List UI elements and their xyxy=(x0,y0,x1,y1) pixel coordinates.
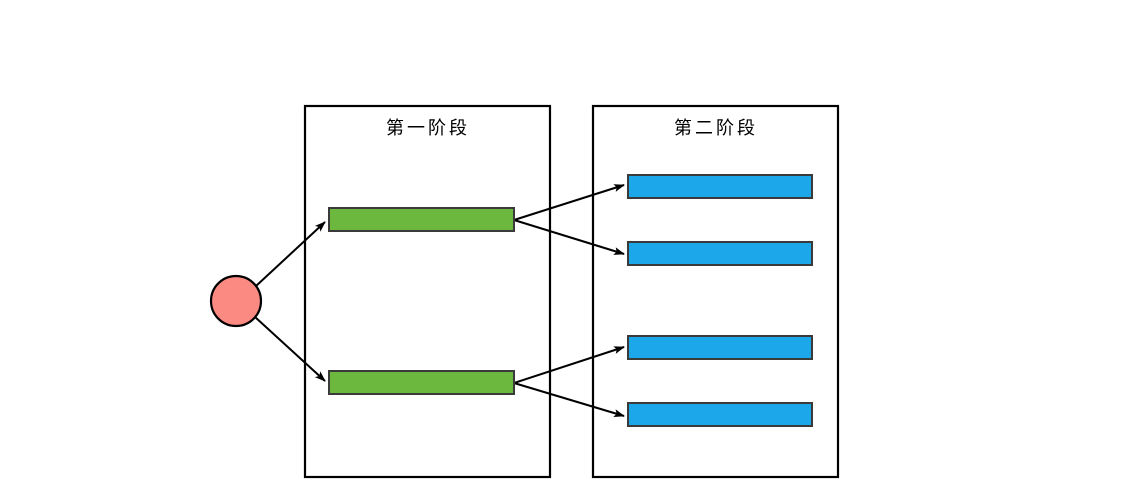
blue-node-2[interactable] xyxy=(627,241,813,266)
edge-green-node-1-to-blue-node-2 xyxy=(513,219,625,255)
blue-node-1[interactable] xyxy=(627,174,813,199)
edge-green-node-2-to-blue-node-4 xyxy=(513,382,625,417)
edge-root-to-green-node-1 xyxy=(255,221,326,287)
green-node-1[interactable] xyxy=(328,207,515,232)
edge-root-to-green-node-2 xyxy=(254,316,326,382)
stage-1-title: 第一阶段 xyxy=(386,118,470,138)
stage-1-frame xyxy=(303,104,552,479)
green-node-2[interactable] xyxy=(328,370,515,395)
edge-green-node-1-to-blue-node-1 xyxy=(513,184,625,221)
edge-green-node-2-to-blue-node-3 xyxy=(513,346,625,384)
stage-2-title: 第二阶段 xyxy=(674,118,758,138)
root-node-circle[interactable] xyxy=(209,274,263,328)
blue-node-4[interactable] xyxy=(627,402,813,427)
blue-node-3[interactable] xyxy=(627,335,813,360)
